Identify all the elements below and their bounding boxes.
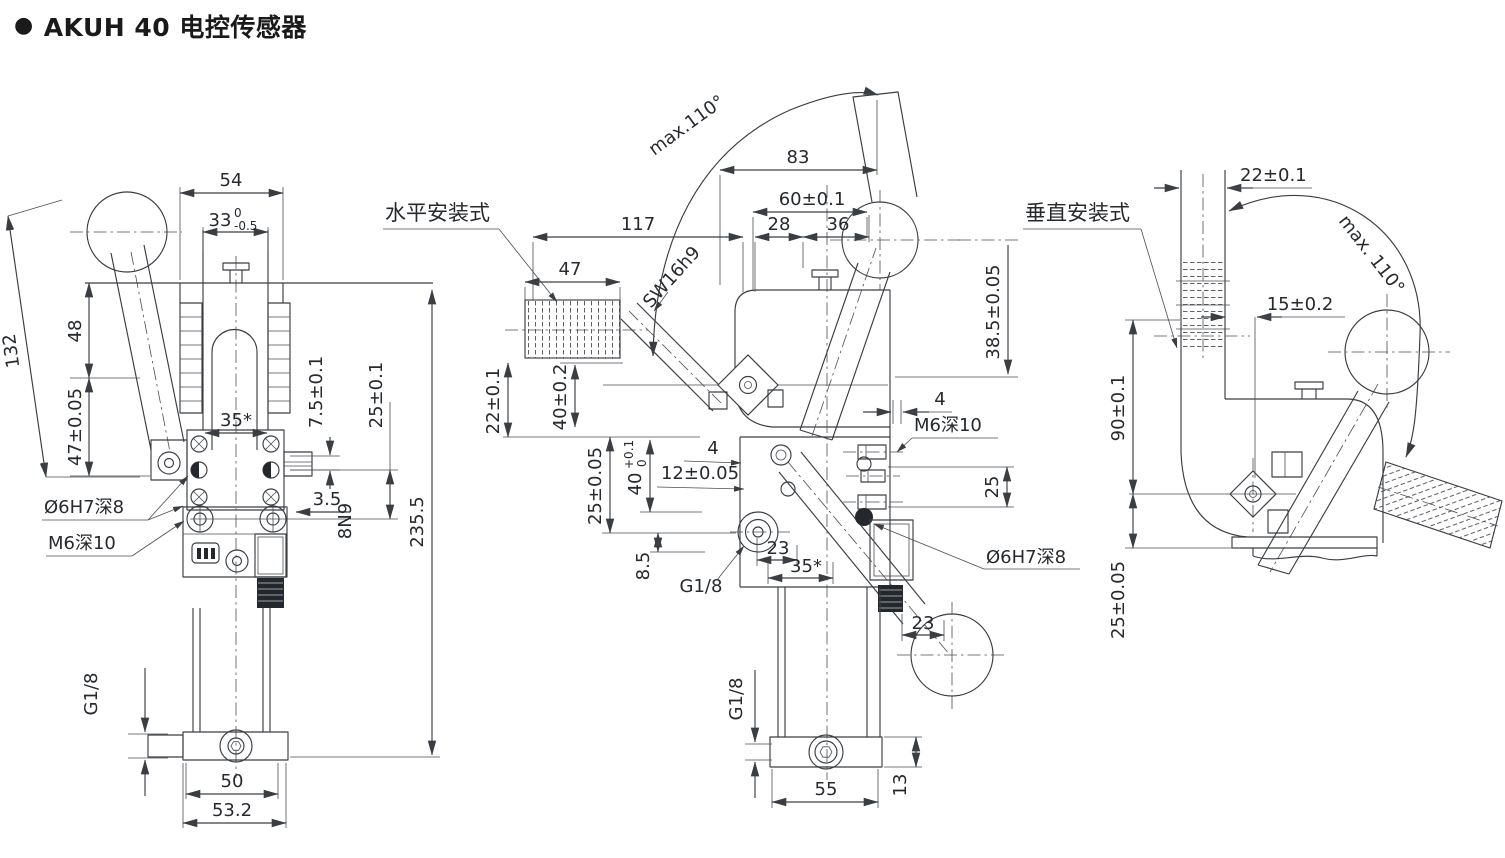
label-hole-side: Ø6H7深8 [986, 547, 1066, 568]
label-thread-side: M6深10 [914, 415, 982, 436]
label-port-side-bottom: G1/8 [726, 678, 747, 721]
mounting-wall-section [524, 299, 621, 359]
dim-50: 50 [221, 771, 244, 792]
dim-90: 90±0.1 [1108, 375, 1129, 442]
label-thread-front: M6深10 [48, 533, 116, 554]
dim-60: 60±0.1 [779, 189, 846, 210]
dim-23-upper: 23 [767, 538, 790, 559]
dim-3-5: 3.5 [313, 489, 342, 510]
dim-25-005: 25±0.05 [585, 447, 606, 525]
dim-35-front: 35* [220, 410, 252, 431]
page-title-text: AKUH 40 电控传感器 [43, 13, 307, 42]
dim-117: 117 [621, 214, 655, 235]
front-view-geometry [70, 191, 433, 778]
side-view-dimensions: 水平安装式 max.110° 83 60±0.1 117 28 36 [383, 86, 1080, 808]
label-vertical-mount: 垂直安装式 [1025, 201, 1130, 225]
dim-25-right: 25±0.05 [1108, 561, 1129, 639]
dim-36: 36 [827, 214, 850, 235]
right-view-dimensions: 垂直安装式 22±0.1 max. 110° 15±0.2 [1023, 165, 1421, 639]
dim-33: 33 [209, 210, 232, 231]
page-title: ● AKUH 40 电控传感器 [14, 8, 307, 44]
dim-23-lower: 23 [912, 613, 935, 634]
label-hole-front: Ø6H7深8 [44, 497, 124, 518]
front-view: 54 33 0 -0.5 132 48 47±0.05 [0, 170, 440, 828]
dim-132: 132 [0, 332, 24, 369]
dim-12: 12±0.05 [661, 463, 739, 484]
side-view: 水平安装式 max.110° 83 60±0.1 117 28 36 [383, 86, 1080, 808]
dim-25-front: 25±0.1 [366, 362, 387, 429]
bullet-icon: ● [14, 13, 34, 38]
dim-8-5: 8.5 [633, 552, 654, 581]
dim-55: 55 [815, 779, 838, 800]
label-port-front: G1/8 [81, 673, 102, 716]
dim-22-right: 22±0.1 [1240, 165, 1307, 186]
dim-47: 47±0.05 [65, 388, 86, 466]
dim-40-02: 40±0.2 [550, 364, 571, 431]
label-port-side: G1/8 [680, 576, 723, 597]
dim-40-tol-upper: +0.1 [622, 440, 636, 469]
label-max-angle-side: max.110° [645, 91, 729, 160]
right-view: 垂直安装式 22±0.1 max. 110° 15±0.2 [1023, 165, 1503, 639]
dim-83: 83 [787, 147, 810, 168]
dim-40-tol: 40 [625, 473, 646, 496]
front-view-dimensions: 54 33 0 -0.5 132 48 47±0.05 [0, 170, 440, 828]
dim-33-tol-lower: -0.5 [234, 219, 257, 233]
dim-33-tol-upper: 0 [234, 206, 242, 220]
dim-13: 13 [890, 774, 911, 797]
clamp-arm-section [1373, 461, 1503, 549]
dim-15: 15±0.2 [1267, 294, 1334, 315]
dim-4-left: 4 [707, 438, 718, 459]
label-sw16h9: SW16h9 [639, 242, 705, 312]
dim-47-side: 47 [559, 259, 582, 280]
dim-22-side: 22±0.1 [483, 368, 504, 435]
label-max-angle-right: max. 110° [1334, 211, 1408, 298]
right-view-geometry [1129, 170, 1503, 575]
dim-38-5: 38.5±0.05 [983, 264, 1004, 359]
side-screws [843, 444, 903, 526]
dim-35-side: 35* [790, 556, 822, 577]
mount-holes [190, 435, 280, 506]
dim-53-2: 53.2 [212, 800, 252, 821]
dim-28: 28 [768, 214, 791, 235]
dim-54: 54 [220, 170, 243, 191]
dim-8N9: 8N9 [335, 503, 356, 539]
dim-235-5: 235.5 [407, 496, 428, 548]
dim-40-tol-lower: 0 [635, 459, 649, 467]
side-view-geometry [505, 91, 1008, 780]
dim-48: 48 [65, 320, 86, 343]
dim-25-side: 25 [982, 476, 1003, 499]
pivot-diamond-side [717, 354, 779, 416]
dim-7-5: 7.5±0.1 [306, 356, 327, 428]
label-horizontal-mount: 水平安装式 [385, 201, 490, 225]
dim-4-right: 4 [934, 389, 945, 410]
